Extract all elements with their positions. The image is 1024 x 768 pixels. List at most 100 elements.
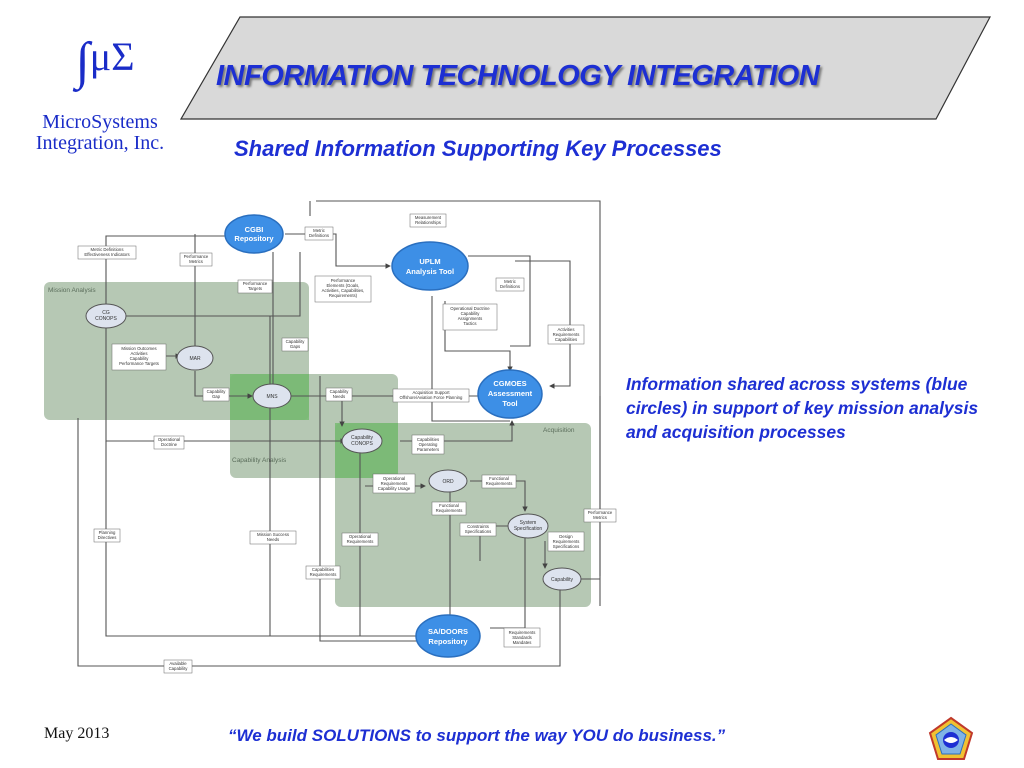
label-planning-directives: Planning Directives [93,528,121,543]
label-performance-elements: Performance Elements (Goals, Activities,… [314,275,372,303]
sadoors-line1: SA/DOORS [428,627,468,636]
pentagon-emblem-icon [928,716,974,760]
lbl-line: Capabilities [312,567,334,572]
lbl-line: Available [169,661,187,666]
label-operational-doctrine-tactics: Operational Doctrine Capability Assignme… [442,303,498,331]
lbl-line: Requirements [310,572,337,577]
lbl-line: Operational [158,437,180,442]
flow-labels: Measurement Relationships Metric Definit… [77,213,617,674]
lbl-line: Capability Usage [378,486,411,491]
lbl-line: Standards [512,635,532,640]
lbl-line: Capability [207,389,227,394]
label-operational-doctrine: Operational Doctrine [153,435,185,450]
mu-sigma-symbol: μΣ [89,34,135,79]
cgmoes-line2: Assessment [488,389,533,398]
uplm-line2: Analysis Tool [406,267,454,276]
cgmoes-line3: Tool [502,399,517,408]
lbl-line: Requirements [347,539,374,544]
label-performance-metrics-left: Performance Metrics [179,252,213,267]
process-ord: ORD [428,469,468,493]
lbl-line: Requirements [486,481,513,486]
lbl-line: Definitions [309,233,329,238]
system-uplm: UPLM Analysis Tool [391,241,469,291]
integral-symbol: ∫ [75,33,90,90]
lbl-line: Functional [439,503,459,508]
lbl-line: Requirements [553,332,580,337]
acquisition-label: Acquisition [543,427,575,434]
company-name: MicroSystems Integration, Inc. [10,112,190,154]
page-subtitle: Shared Information Supporting Key Proces… [234,136,722,161]
lbl-line: Activities [558,327,575,332]
lbl-line: Needs [267,537,279,542]
uplm-line1: UPLM [419,257,440,266]
lbl-line: Performance [588,510,613,515]
label-capability-needs: Capability Needs [325,387,353,402]
lbl-line: Planning [99,530,116,535]
page-title: INFORMATION TECHNOLOGY INTEGRATION [216,60,820,92]
lbl-line: Specifications [465,529,492,534]
label-activities-requirements: Activities Requirements Capabilities [547,324,585,345]
lbl-line: Constraints [467,524,489,529]
lbl-line: Metric [313,228,326,233]
label-metric-definitions-top: Metric Definitions [304,226,334,241]
lbl-line: Mandates [513,640,532,645]
label-capabilities-operating-parameters: Capabilities Operating Parameters [411,434,445,455]
ord-label: ORD [442,479,454,485]
lbl-line: Capability [461,311,481,316]
lbl-line: Performance [331,278,356,283]
lbl-line: Assignments [458,316,483,321]
lbl-line: Relationships [415,220,441,225]
capability-conops-line2: CONOPS [351,441,373,447]
company-name-line1: MicroSystems [42,111,158,133]
label-functional-requirements-a: Functional Requirements [481,474,517,489]
lbl-line: Capabilities [555,337,577,342]
lbl-line: Acquisition Support [412,390,450,395]
system-cgmoes: CGMOES Assessment Tool [477,369,543,419]
lbl-line: Doctrine [161,442,178,447]
lbl-line: Capability [330,389,350,394]
lbl-line: Performance [184,254,209,259]
system-cgbi: CGBI Repository [224,214,284,254]
process-cg-conops: CG CONOPS [85,303,127,329]
mar-label: MAR [189,356,201,362]
label-requirements-standards: Requirements Standards Mandates [503,627,541,648]
lbl-line: Metric Definitions [91,247,124,252]
lbl-line: Mission Outcomes [121,346,156,351]
lbl-line: Operational Doctrine [450,306,490,311]
process-capability: Capability [542,567,582,591]
company-name-line2: Integration, Inc. [35,132,165,154]
capability-label: Capability [551,577,573,583]
cgbi-line1: CGBI [245,225,264,234]
lbl-line: Requirements [509,630,536,635]
label-constraints-specifications: Constraints Specifications [459,522,497,537]
label-acquisition-support: Acquisition Support Offshore/Aviation Fo… [392,388,470,403]
lbl-line: Offshore/Aviation Force Planning [400,395,464,400]
process-capability-conops: Capability CONOPS [341,428,383,454]
lbl-line: Metric [504,279,517,284]
label-available-capability: Available Capability [163,659,193,674]
label-capabilities-requirements: Capabilities Requirements [305,565,341,580]
label-measurement-relationships: Measurement Relationships [409,213,447,228]
lbl-line: Functional [489,476,509,481]
label-mission-outcomes: Mission Outcomes Activities Capability P… [111,343,167,371]
lbl-line: Effectiveness Indicators [84,252,129,257]
lbl-line: Design [559,534,573,539]
lbl-line: Capability [130,356,150,361]
process-mns: MNS [252,383,292,409]
company-logo: ∫μΣ [55,36,155,88]
label-metric-definitions-right: Metric Definitions [495,277,525,292]
lbl-line: Gaps [290,344,300,349]
lbl-line: Requirements [436,508,463,513]
lbl-line: Targets [248,286,262,291]
lbl-line: Directives [98,535,117,540]
system-spec-line1: System [520,520,537,526]
cgbi-line2: Repository [234,234,274,243]
footer-date: May 2013 [44,725,110,742]
lbl-line: Capability [169,666,189,671]
process-system-specification: System Specification [507,513,549,539]
label-design-requirements: Design Requirements Specifications [547,531,585,552]
title-banner [180,16,991,120]
cgmoes-line1: CGMOES [493,379,526,388]
lbl-line: Specifications [553,544,580,549]
lbl-line: Activities, Capabilities, [322,288,365,293]
